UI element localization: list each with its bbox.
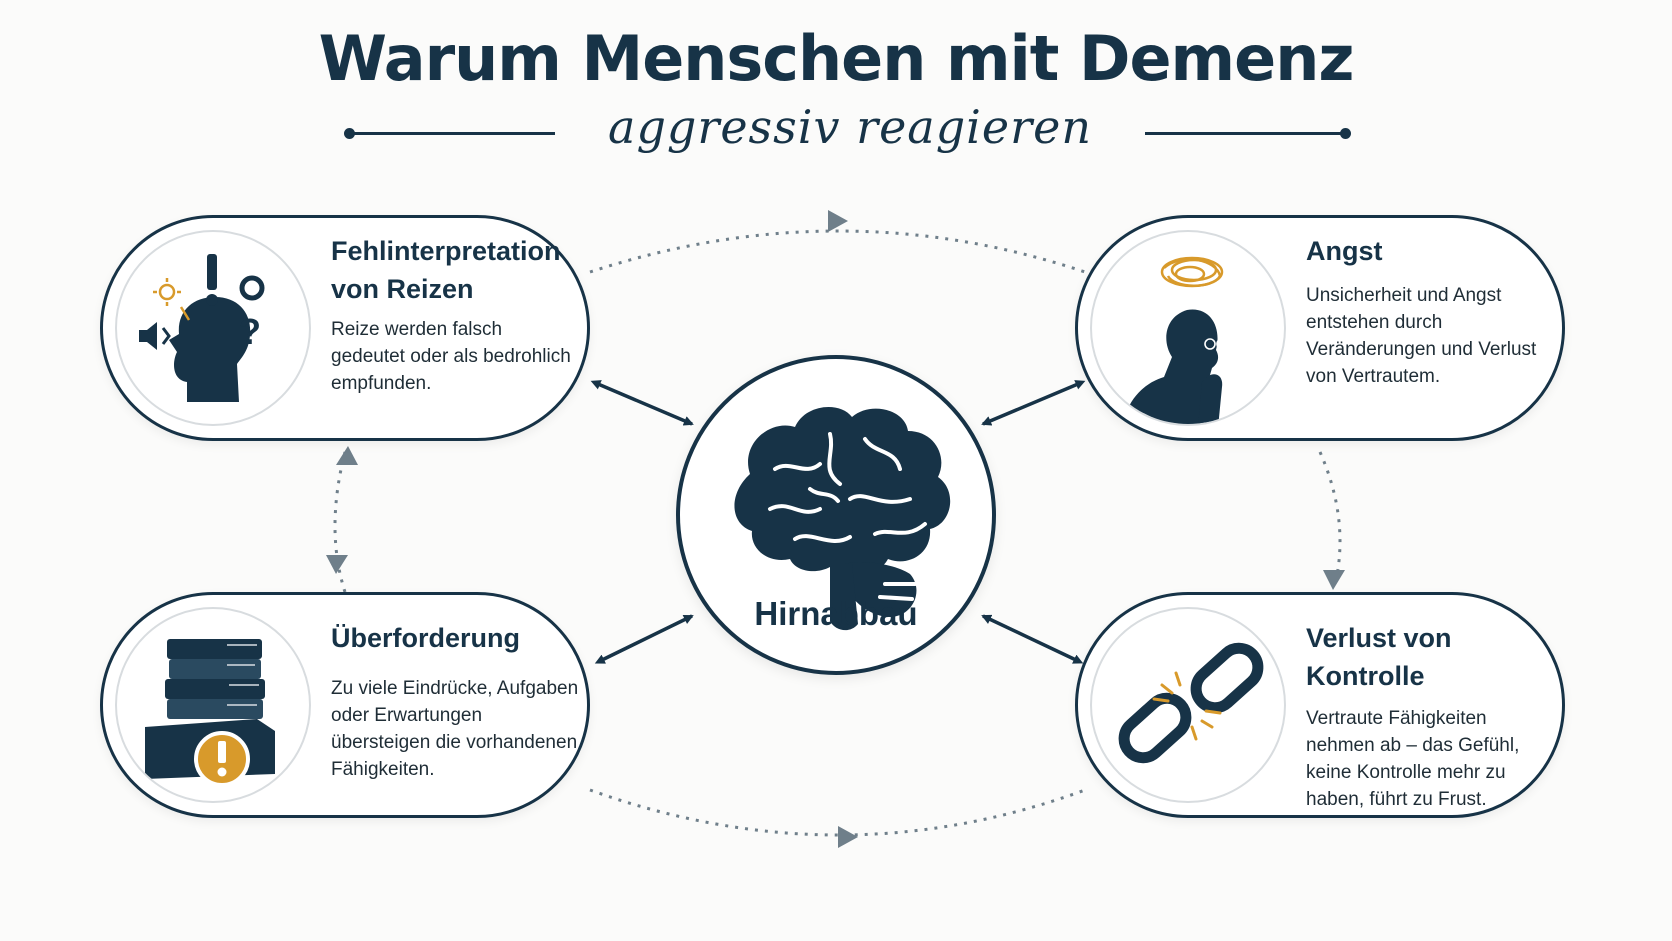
center-node: Hirnabbau xyxy=(676,355,996,675)
broken-chain-icon xyxy=(1118,642,1264,764)
card-text: Unsicherheit und Angst entstehen durch V… xyxy=(1306,285,1537,387)
arrow-center-bottomright xyxy=(981,614,1084,664)
card-title: Angst xyxy=(1306,236,1383,266)
card-text: Reize werden falsch gedeutet oder als be… xyxy=(331,319,571,394)
arrowhead-bottom xyxy=(838,826,858,848)
card-text: Vertraute Fähigkeiten nehmen ab – das Ge… xyxy=(1306,708,1520,810)
card-icon-frame xyxy=(1090,607,1286,803)
card-title: Überforderung xyxy=(331,623,520,653)
svg-text:?: ? xyxy=(239,311,261,352)
confused-head-icon: ? xyxy=(139,254,265,402)
page-title: Warum Menschen mit Demenz xyxy=(318,22,1355,95)
arrow-center-bottomleft xyxy=(594,614,694,664)
card-ueberforderung: Überforderung Zu viele Eindrücke, Aufgab… xyxy=(100,592,590,818)
arrow-center-topright xyxy=(981,380,1086,426)
card-title: Fehlinterpretation von Reizen xyxy=(331,236,561,304)
page-subtitle: aggressiv reagieren xyxy=(608,100,1092,154)
arrow-center-topleft xyxy=(590,380,694,426)
divider-dot-right xyxy=(1340,128,1351,139)
card-icon-frame xyxy=(115,607,311,803)
divider-dot-left xyxy=(344,128,355,139)
arrowhead-top xyxy=(828,210,848,232)
brain-icon xyxy=(734,406,951,631)
subtitle-row: aggressiv reagieren xyxy=(344,100,1351,170)
center-label: Hirnabbau xyxy=(754,595,918,632)
arrowhead-left-up xyxy=(336,446,358,465)
dotted-arc-bottom xyxy=(589,788,1086,837)
divider-line-right xyxy=(1145,132,1345,135)
book-stack-warning-icon xyxy=(145,639,275,787)
arrowhead-right xyxy=(1323,570,1345,590)
card-fehlinterpretation: ? Fehlinterpretation von Reizen Reize we… xyxy=(100,215,590,441)
dotted-arc-top xyxy=(589,229,1086,274)
divider-line-left xyxy=(350,132,555,135)
card-text: Zu viele Eindrücke, Aufgaben oder Erwart… xyxy=(331,678,579,780)
card-icon-frame xyxy=(1090,230,1286,426)
arrowhead-left-down xyxy=(326,555,348,574)
card-title: Verlust von Kontrolle xyxy=(1306,623,1452,691)
anxious-person-icon xyxy=(1122,256,1228,424)
card-icon-frame: ? xyxy=(115,230,311,426)
card-kontrolle: Verlust von Kontrolle Vertraute Fähigkei… xyxy=(1075,592,1565,818)
card-angst: Angst Unsicherheit und Angst entstehen d… xyxy=(1075,215,1565,441)
dotted-arc-right xyxy=(1318,451,1342,586)
